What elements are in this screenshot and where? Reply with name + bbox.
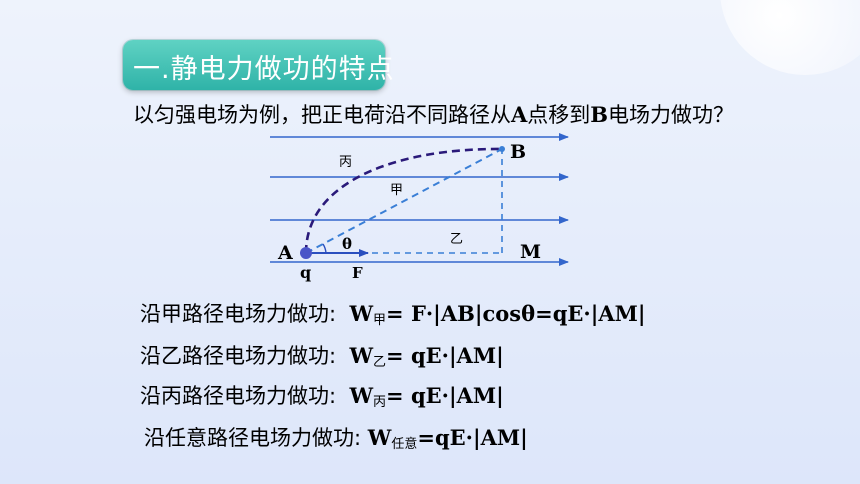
- label-path-bing: 丙: [339, 155, 352, 170]
- label-f: F: [352, 264, 363, 282]
- intro-text-3: 电场力做功？: [608, 103, 735, 127]
- formula-w-bing: W: [349, 383, 374, 408]
- label-b: B: [510, 141, 526, 163]
- section-title: 一.静电力做功的特点: [133, 54, 395, 85]
- formula-expr-jia: = F·|AB|cosθ=qE·|AM|: [386, 301, 646, 326]
- intro-point-b: B: [590, 102, 609, 127]
- intro-point-a: A: [511, 102, 528, 127]
- formula-label-any: 沿任意路径电场力做功:: [144, 426, 362, 450]
- formula-label-yi: 沿乙路径电场力做功:: [140, 344, 337, 368]
- formula-w-yi: W: [349, 343, 374, 368]
- label-path-yi: 乙: [450, 232, 463, 247]
- intro-question: 以匀强电场为例，把正电荷沿不同路径从A点移到B电场力做功？: [133, 99, 734, 129]
- path-bing-curve: [304, 147, 503, 254]
- formula-label-jia: 沿甲路径电场力做功:: [140, 302, 337, 326]
- label-path-jia: 甲: [390, 183, 403, 198]
- formula-expr-yi: = qE·|AM|: [386, 343, 504, 368]
- intro-text-2: 点移到: [527, 103, 591, 127]
- formula-sub-bing: 丙: [373, 395, 387, 410]
- charge-q-dot: [300, 247, 312, 259]
- label-q: q: [300, 263, 311, 282]
- title-banner: [123, 40, 385, 90]
- formula-expr-bing: = qE·|AM|: [386, 383, 504, 408]
- formula-row-any: 沿任意路径电场力做功: W任意=qE·|AM|: [144, 422, 528, 452]
- formula-w-jia: W: [349, 301, 374, 326]
- formula-sub-any: 任意: [391, 437, 418, 452]
- label-m: M: [520, 241, 541, 263]
- formula-expr-any: =qE·|AM|: [417, 425, 528, 450]
- formula-row-yi: 沿乙路径电场力做功: W乙= qE·|AM|: [140, 340, 504, 370]
- formula-row-bing: 沿丙路径电场力做功: W丙= qE·|AM|: [140, 380, 504, 410]
- formula-label-bing: 沿丙路径电场力做功:: [140, 384, 337, 408]
- intro-text-1: 以匀强电场为例，把正电荷沿不同路径从: [133, 103, 511, 127]
- label-a: A: [277, 242, 293, 264]
- formula-sub-jia: 甲: [373, 313, 387, 328]
- point-b-dot: [499, 146, 505, 152]
- formula-w-any: W: [367, 425, 392, 450]
- formula-sub-yi: 乙: [373, 355, 387, 370]
- label-theta: θ: [342, 235, 352, 253]
- theta-arc: [322, 243, 327, 254]
- path-jia-line: [305, 148, 503, 254]
- formula-row-jia: 沿甲路径电场力做功: W甲= F·|AB|cosθ=qE·|AM|: [140, 298, 646, 328]
